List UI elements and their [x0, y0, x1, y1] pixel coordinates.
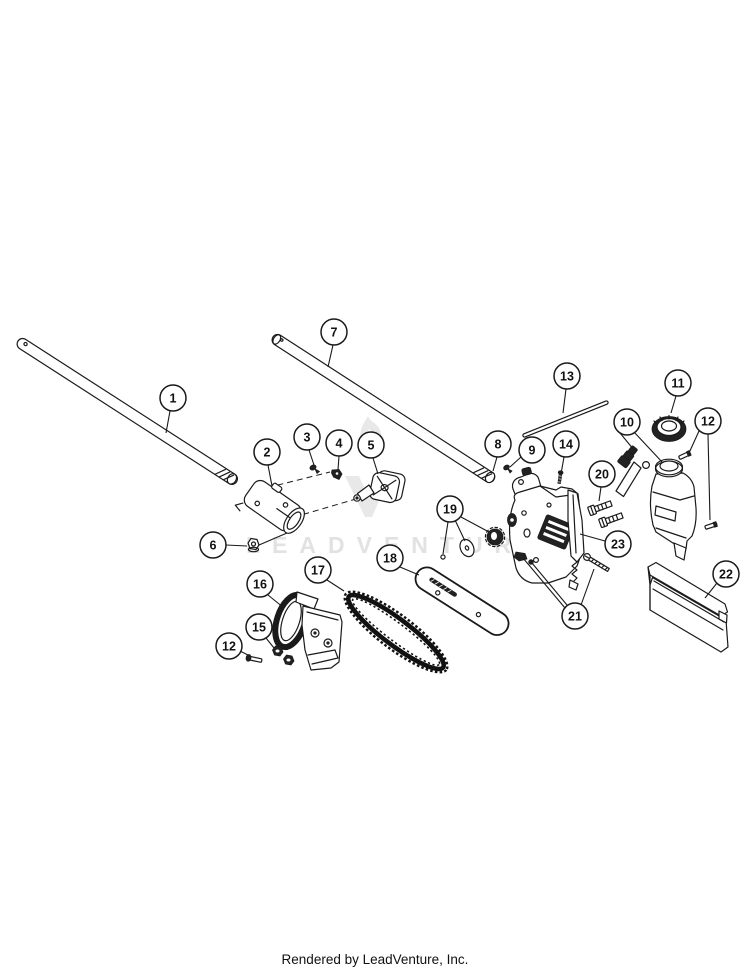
callout-16[interactable]: 16: [246, 570, 274, 598]
part-elbow-fitting: [331, 469, 343, 480]
svg-text:12: 12: [701, 415, 715, 429]
svg-text:14: 14: [559, 438, 573, 452]
callout-5[interactable]: 5: [357, 431, 385, 459]
callouts: 1 2 3 4 5 6 7 8 9 10 11 12 13 14 15: [159, 318, 740, 660]
svg-text:5: 5: [368, 439, 375, 453]
callout-3[interactable]: 3: [293, 423, 321, 451]
svg-text:12: 12: [222, 640, 236, 654]
render-credit: Rendered by LeadVenture, Inc.: [281, 952, 469, 967]
callout-leader-lines: [165, 344, 718, 656]
svg-text:20: 20: [595, 468, 609, 482]
callout-2[interactable]: 2: [253, 438, 281, 466]
part-screw-small: [503, 464, 513, 474]
callout-11[interactable]: 11: [664, 369, 692, 397]
part-flange-nuts: [272, 645, 295, 666]
part-gear-head-housing: [507, 466, 585, 591]
part-coupler: [234, 479, 305, 534]
callout-1[interactable]: 1: [159, 384, 187, 412]
part-oil-cap: [651, 414, 687, 442]
callout-23[interactable]: 23: [604, 530, 632, 558]
svg-text:21: 21: [568, 610, 582, 624]
callout-22[interactable]: 22: [712, 560, 740, 588]
part-drive-rod: [522, 400, 609, 438]
part-guide-bar: [414, 566, 510, 636]
part-sprocket-cover: [272, 591, 343, 671]
callout-21[interactable]: 21: [561, 602, 589, 630]
svg-text:10: 10: [620, 416, 634, 430]
callout-9[interactable]: 9: [518, 436, 546, 464]
callout-12-right[interactable]: 12: [694, 407, 722, 435]
svg-text:11: 11: [671, 377, 684, 391]
part-housing-screw: [557, 470, 564, 485]
callout-14[interactable]: 14: [552, 430, 580, 458]
callout-10[interactable]: 10: [613, 408, 641, 436]
svg-text:6: 6: [210, 539, 217, 553]
callout-19[interactable]: 19: [436, 495, 464, 523]
svg-text:9: 9: [529, 444, 536, 458]
svg-text:23: 23: [611, 538, 625, 552]
callout-12-left[interactable]: 12: [215, 632, 243, 660]
callout-15[interactable]: 15: [245, 613, 273, 641]
svg-text:4: 4: [336, 437, 343, 451]
part-sprocket-set: [440, 526, 506, 560]
svg-text:7: 7: [331, 326, 338, 340]
callout-18[interactable]: 18: [376, 544, 404, 572]
svg-text:19: 19: [443, 503, 457, 517]
svg-text:17: 17: [311, 564, 325, 578]
callout-17[interactable]: 17: [304, 556, 332, 584]
callout-4[interactable]: 4: [325, 429, 353, 457]
part-gearbox-bolts: [587, 500, 624, 529]
svg-text:22: 22: [719, 568, 733, 582]
callout-20[interactable]: 20: [588, 460, 616, 488]
part-pin-upper: [678, 450, 692, 460]
part-cover-pin: [245, 654, 263, 663]
part-clamp-nut: [247, 537, 260, 553]
svg-text:1: 1: [170, 392, 177, 406]
part-saw-chain: [343, 590, 449, 674]
callout-6[interactable]: 6: [199, 531, 227, 559]
part-set-screw: [309, 464, 320, 474]
svg-text:13: 13: [560, 370, 574, 384]
part-pole-tube-upper: [16, 337, 239, 485]
callout-7[interactable]: 7: [320, 318, 348, 346]
svg-text:15: 15: [252, 621, 266, 635]
svg-text:8: 8: [495, 438, 502, 452]
part-bar-scabbard: [647, 561, 729, 653]
svg-text:16: 16: [253, 578, 267, 592]
part-oil-tank: [649, 458, 697, 561]
svg-text:3: 3: [304, 431, 311, 445]
part-oiler-fitting: [615, 445, 650, 498]
part-pole-tube-lower: [271, 333, 496, 484]
part-pin-lower: [704, 521, 718, 530]
callout-8[interactable]: 8: [484, 430, 512, 458]
part-drive-flange: [353, 470, 406, 504]
svg-text:18: 18: [383, 552, 397, 566]
svg-text:2: 2: [264, 446, 271, 460]
callout-13[interactable]: 13: [553, 362, 581, 390]
